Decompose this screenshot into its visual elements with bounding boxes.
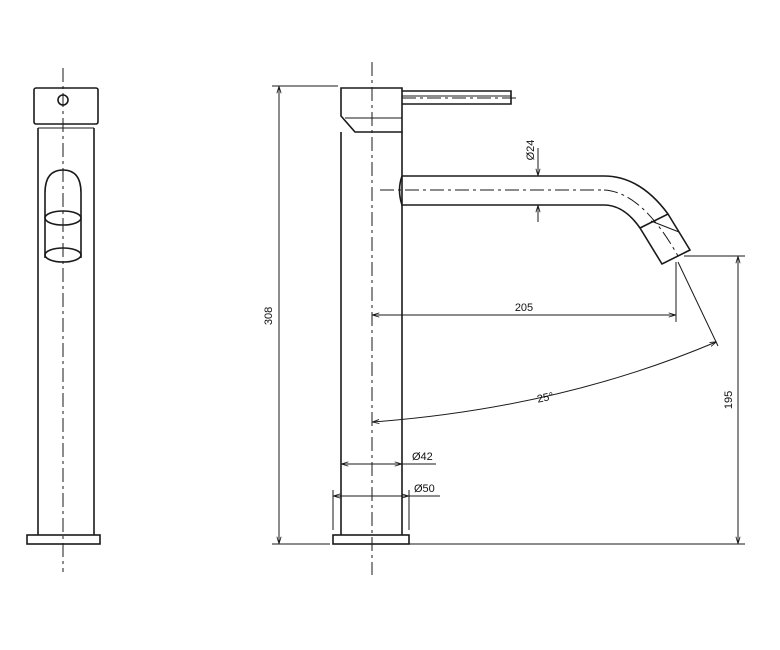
side-view-handle-cap	[33, 87, 99, 125]
dim-body-diameter-label: Ø42	[412, 451, 433, 463]
dim-outlet-height	[409, 255, 745, 545]
dim-spout-reach-label: 205	[515, 302, 533, 314]
front-view-spout	[398, 175, 669, 229]
front-view-handle-body	[340, 87, 403, 133]
dim-base-diameter-label: Ø50	[414, 483, 435, 495]
dim-swivel-angle-label: 25°	[536, 390, 555, 405]
front-view-aerator	[638, 212, 692, 266]
dim-spout-diameter-label: Ø24	[525, 140, 537, 161]
front-view-body	[340, 132, 403, 535]
dim-base-diameter	[332, 490, 440, 530]
handle-pin-hole-icon	[57, 94, 69, 106]
front-view-base	[332, 534, 410, 545]
dim-outlet-height-label: 195	[723, 391, 735, 409]
side-view-spout-outlet	[44, 169, 82, 258]
dim-height-total-label: 308	[263, 307, 275, 325]
front-view	[332, 62, 692, 575]
side-view-body	[37, 128, 95, 535]
side-view	[26, 68, 101, 572]
dim-height-total	[272, 85, 338, 545]
side-view-base	[26, 534, 101, 545]
dim-spout-reach	[373, 262, 677, 322]
dim-swivel-angle	[373, 261, 719, 422]
